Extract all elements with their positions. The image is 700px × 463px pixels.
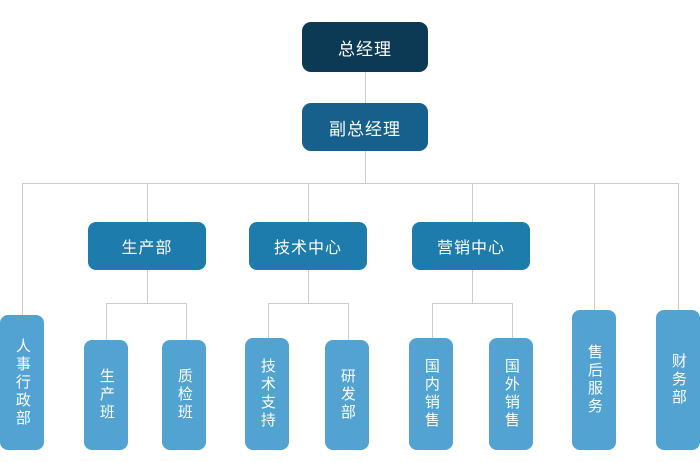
node-deputy-general-manager[interactable]: 副总经理 [302, 103, 428, 151]
connector-deputy-down [365, 151, 366, 183]
connector-technology-down [308, 270, 309, 304]
node-general-manager[interactable]: 总经理 [302, 22, 428, 72]
node-finance-dept[interactable]: 财务部 [656, 310, 700, 450]
connector-production-team [106, 303, 107, 340]
node-production-team[interactable]: 生产班 [84, 340, 128, 450]
connector-production-down [147, 270, 148, 304]
connector-drop-finance [678, 183, 679, 310]
connector-marketing-bus [432, 303, 513, 304]
node-quality-team[interactable]: 质检班 [162, 340, 206, 450]
node-rd-dept[interactable]: 研发部 [325, 340, 369, 450]
node-production-dept[interactable]: 生产部 [88, 222, 206, 270]
connector-drop-hr [22, 183, 23, 315]
node-overseas-sales[interactable]: 国外销售 [489, 338, 533, 450]
connector-drop-technology [308, 183, 309, 222]
connector-overseas-sales [512, 303, 513, 340]
connector-technical-support [268, 303, 269, 340]
connector-marketing-down [472, 270, 473, 304]
connector-domestic-sales [432, 303, 433, 340]
node-marketing-center[interactable]: 营销中心 [412, 222, 530, 270]
connector-rd-dept [348, 303, 349, 340]
node-technology-center[interactable]: 技术中心 [249, 222, 367, 270]
node-technical-support[interactable]: 技术支持 [245, 338, 289, 450]
connector-technology-bus [268, 303, 349, 304]
connector-production-bus [106, 303, 187, 304]
connector-drop-after-sales [594, 183, 595, 310]
connector-quality-team [186, 303, 187, 340]
connector-drop-production [147, 183, 148, 222]
node-domestic-sales[interactable]: 国内销售 [409, 338, 453, 450]
connector-main-bus [22, 183, 678, 184]
node-hr-admin-dept[interactable]: 人事行政部 [0, 315, 44, 450]
connector-gm-to-deputy [365, 72, 366, 103]
connector-drop-marketing [472, 183, 473, 222]
node-after-sales-service[interactable]: 售后服务 [572, 310, 616, 450]
